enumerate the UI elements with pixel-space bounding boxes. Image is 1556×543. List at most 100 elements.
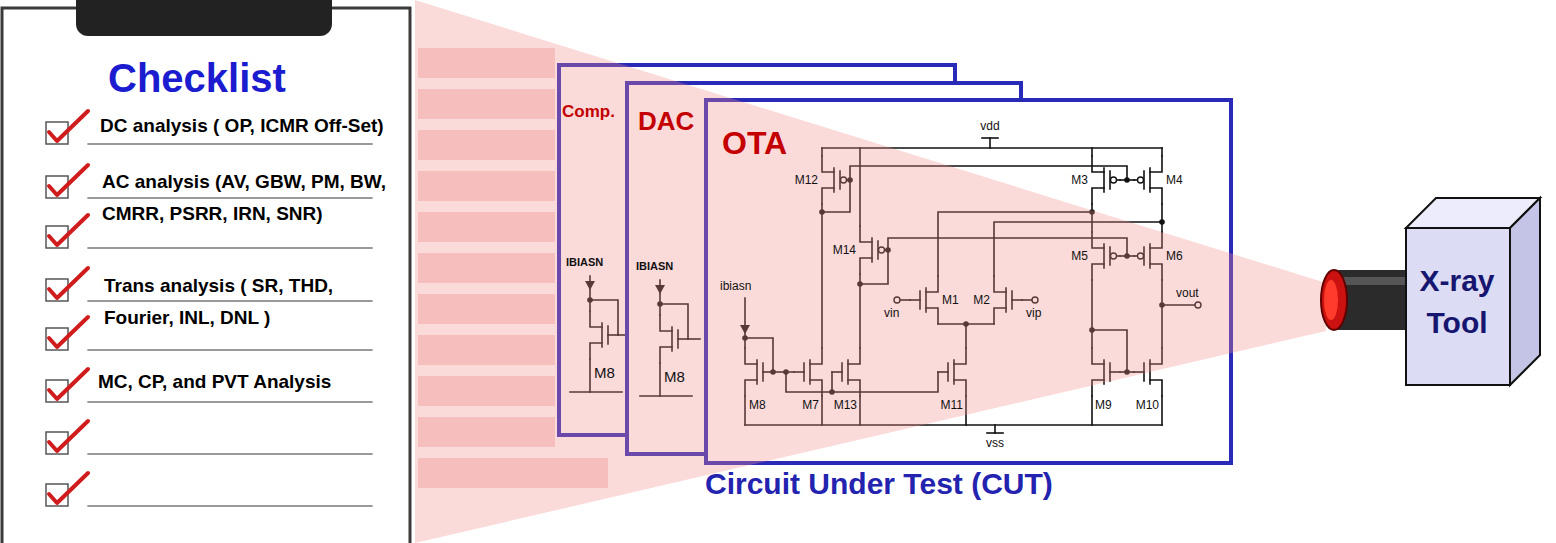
pin-label: ibiasn <box>720 279 751 293</box>
beam-stripe <box>418 417 555 447</box>
box-title: OTA <box>722 124 787 162</box>
beam-stripe <box>418 294 555 324</box>
checklist-item: DC analysis ( OP, ICMR Off-Set) <box>100 110 384 142</box>
junction-dot <box>1124 177 1130 183</box>
checklist-underline <box>88 143 372 144</box>
transistor-label: M8 <box>749 398 766 412</box>
beam-stripe <box>418 89 555 119</box>
transistor-label: M5 <box>1071 249 1088 263</box>
supply-label-holder: vdd <box>980 119 999 133</box>
checklist-underline <box>88 401 372 402</box>
current-label: IBIASN <box>636 260 673 273</box>
check-mark <box>49 317 88 347</box>
caption-label: Circuit Under Test (CUT) <box>705 466 1053 501</box>
transistor-label-holder: M11 <box>941 398 963 412</box>
pin-label: vin <box>884 306 899 320</box>
transistor-label-holder: M5 <box>1071 249 1088 263</box>
checklist-item: AC analysis (AV, GBW, PM, BW, CMRR, PSRR… <box>102 166 402 230</box>
checklist-item-holder: DC analysis ( OP, ICMR Off-Set) <box>100 110 384 142</box>
checklist-item: MC, CP, and PVT Analysis <box>98 366 331 398</box>
transistor-label-holder: M8 <box>664 368 685 386</box>
check-mark <box>49 421 88 451</box>
transistor-label-holder: M13 <box>834 398 857 412</box>
transistor-label-holder: M3 <box>1071 173 1088 187</box>
beam-stripe <box>418 335 555 365</box>
checklist-underline <box>88 197 372 198</box>
transistor-label: M14 <box>833 243 856 257</box>
wire <box>1161 396 1163 425</box>
check-mark <box>49 215 88 245</box>
beam-stripe <box>418 458 608 488</box>
transistor-label: M4 <box>1166 173 1183 187</box>
source-lead <box>1092 188 1104 204</box>
transistor-label: M1 <box>942 293 959 307</box>
clipboard-clip <box>76 0 332 36</box>
transistor-label: M3 <box>1071 173 1088 187</box>
box-title-holder: OTA <box>722 124 787 162</box>
drain-lead <box>1150 156 1162 172</box>
source-lead <box>1150 380 1162 396</box>
checklist-underline <box>88 349 372 350</box>
supply-label: vdd <box>980 119 999 133</box>
tool-name: X-ray Tool <box>1407 260 1507 344</box>
check-mark <box>49 473 88 503</box>
xray-camera <box>1321 198 1540 385</box>
circuit-box: Comp. <box>557 63 957 437</box>
pin-label-holder: vout <box>1176 286 1199 300</box>
source-lead <box>1150 188 1162 204</box>
beam-stripe <box>418 130 555 160</box>
check-mark <box>49 369 88 399</box>
box-title-holder: DAC <box>638 105 694 137</box>
box-title: Comp. <box>562 101 615 123</box>
transistor-label: M13 <box>834 398 857 412</box>
xray-tool: X-ray Tool <box>1310 190 1550 395</box>
transistor-label-holder: M1 <box>942 293 959 307</box>
vdd-symbol <box>982 137 998 139</box>
transistor-label-holder: M4 <box>1166 173 1183 187</box>
beam-stripe <box>418 171 555 201</box>
beam-stripe <box>418 253 555 283</box>
transistor-label-holder: M2 <box>973 293 990 307</box>
transistor-label: M8 <box>594 364 615 382</box>
pin-label-holder: vip <box>1026 306 1041 320</box>
transistor-label: M8 <box>664 368 685 386</box>
checklist-underline <box>88 505 372 506</box>
pmos-transistor <box>1092 156 1120 204</box>
checklist-clipboard: ChecklistDC analysis ( OP, ICMR Off-Set)… <box>0 0 412 543</box>
transistor-label-holder: M8 <box>594 364 615 382</box>
transistor-label-holder: M8 <box>749 398 766 412</box>
checklist-item-holder: Trans analysis ( SR, THD, Fourier, INL, … <box>104 270 372 334</box>
lens-glow <box>1324 280 1338 320</box>
pin-label: vout <box>1176 286 1199 300</box>
beam-stripe <box>418 48 555 78</box>
check-mark <box>49 111 88 141</box>
beam-stripe <box>418 212 555 242</box>
wire <box>1161 204 1163 232</box>
vss-symbol <box>994 425 996 433</box>
transistor-label: M6 <box>1166 249 1183 263</box>
camera-front <box>1406 228 1510 385</box>
current-label-holder: IBIASN <box>566 256 603 269</box>
check-mark <box>49 165 88 195</box>
circuit-box: DAC <box>625 81 1023 456</box>
pmos-transistor <box>1134 156 1162 204</box>
checklist-underline <box>88 247 372 248</box>
box-title-holder: Comp. <box>562 101 615 123</box>
checklist-underline <box>88 453 372 454</box>
transistor-label: M10 <box>1136 398 1159 412</box>
checklist-item: Trans analysis ( SR, THD, Fourier, INL, … <box>104 270 372 334</box>
wire <box>1091 148 1093 156</box>
supply-label-holder: vss <box>986 436 1004 450</box>
transistor-label: M11 <box>941 398 963 412</box>
pin-label: vip <box>1026 306 1041 320</box>
current-label: IBIASN <box>566 256 603 269</box>
checklist-item-holder: MC, CP, and PVT Analysis <box>98 366 331 398</box>
transistor-label-holder: M6 <box>1166 249 1183 263</box>
caption-label-holder: Circuit Under Test (CUT) <box>705 466 1053 501</box>
beam-stripe <box>418 376 555 406</box>
drain-lead <box>1092 156 1104 172</box>
check-mark <box>49 268 88 298</box>
clipboard-board <box>2 8 410 543</box>
